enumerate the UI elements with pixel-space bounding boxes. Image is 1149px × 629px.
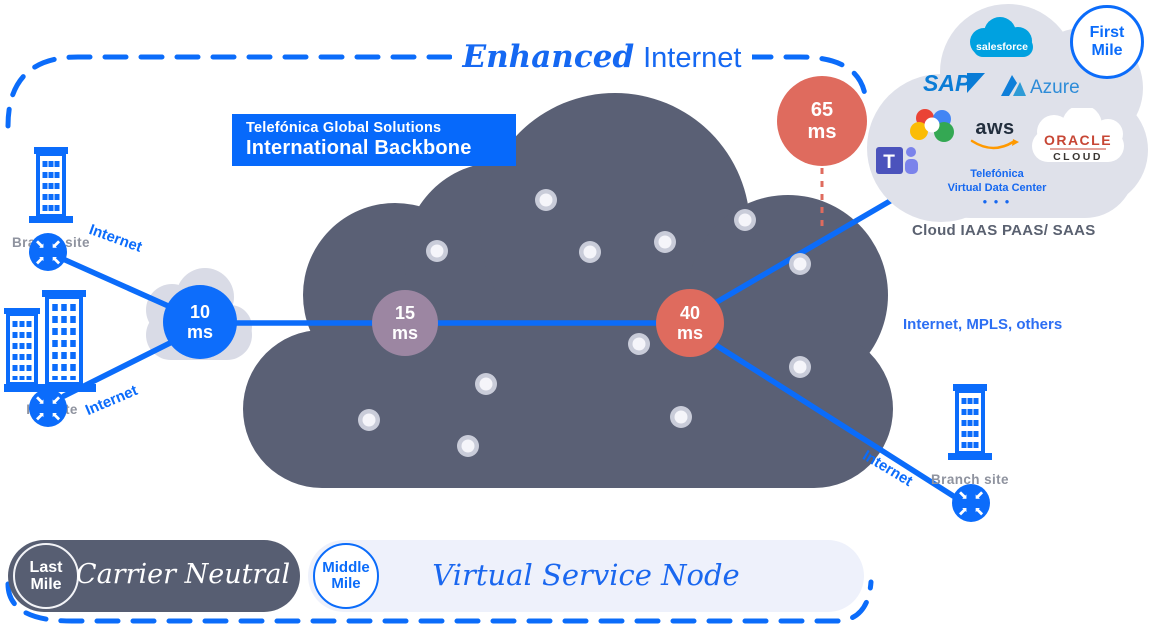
arrow-ne: ⬈ [957,504,969,518]
title-rest: Internet [643,42,742,74]
sap-wordmark: SAP [923,70,971,96]
sap-logo-icon: SAP [923,70,985,96]
tvdc-line1: Telefónica [970,168,1024,180]
badge-line2: Mile [30,576,62,593]
telefonica-vdc-label: Telefónica Virtual Data Center ● ● ● [932,168,1062,207]
latency-badge-65ms: 65 ms [777,76,867,166]
arrow-ne: ⬈ [34,409,46,423]
badge-line1: Middle [322,558,370,576]
latency-unit: ms [676,323,703,343]
virtual-service-node-label: Virtual Service Node [432,558,740,592]
azure-logo-icon: Azure [1001,75,1080,98]
converge-arrows-icon: ⬊ ⬋ ⬈ ⬉ [29,389,67,427]
salesforce-wordmark: salesforce [976,41,1028,53]
hq-buildings-icon [4,290,96,392]
middle-mile-badge: Middle Mile [313,543,379,609]
badge-line2: Mile [331,575,361,592]
line-40ms-to-branch-bottom [697,332,961,502]
building-icon [948,384,992,460]
tvdc-line2: Virtual Data Center [947,181,1047,194]
backbone-node-dots [358,189,811,457]
latency-badge-15ms: 15 ms [372,290,438,356]
transport-label: Internet, MPLS, others [903,316,1063,333]
salesforce-logo-icon: salesforce [970,17,1033,57]
teams-initial: T [883,152,895,173]
aws-logo-icon: aws [969,118,1021,156]
arrow-nw: ⬉ [973,504,985,518]
badge-line1: First [1089,24,1125,42]
line-branch-top-to-10ms [60,256,178,312]
latency-value: 10 [189,301,211,322]
latency-unit: ms [186,322,213,342]
arrow-nw: ⬉ [50,253,62,267]
building-icon [29,147,73,223]
arrow-nw: ⬉ [50,409,62,423]
oracle-wordmark: ORACLE [1044,132,1112,148]
first-mile-badge: First Mile [1070,5,1144,79]
arrow-se: ⬊ [957,488,969,502]
tvdc-dots-icon: ● ● ● [982,196,1012,206]
arrow-ne: ⬈ [34,253,46,267]
arrow-se: ⬊ [34,393,46,407]
latency-unit: ms [391,323,418,343]
oracle-cloud-label: CLOUD [1053,151,1103,163]
carrier-neutral-label: Carrier Neutral [75,559,291,590]
converge-arrows-icon: ⬊ ⬋ ⬈ ⬉ [952,484,990,522]
azure-wordmark: Azure [1030,77,1080,98]
converge-arrows-icon: ⬊ ⬋ ⬈ ⬉ [29,233,67,271]
arrow-se: ⬊ [34,237,46,251]
title-emphasis: Enhanced [462,39,635,75]
teams-logo-icon: T [876,147,918,174]
backbone-banner: Telefónica Global Solutions Internationa… [232,114,516,166]
banner-line1: Telefónica Global Solutions [246,120,442,136]
aws-smile-icon [970,139,1019,150]
last-mile-badge: Last Mile [13,543,79,609]
banner-line2: International Backbone [246,137,472,159]
latency-value: 65 [810,98,834,121]
site-label: Branch site [931,472,1009,487]
badge-line1: Last [29,558,63,576]
aws-wordmark: aws [975,117,1015,139]
badge-line2: Mile [1091,42,1123,59]
latency-unit: ms [807,121,837,143]
latency-value: 15 [394,302,416,323]
site-branch-bottom: Branch site [915,382,1025,487]
arrow-sw: ⬋ [973,488,985,502]
oracle-cloud-logo-icon: ORACLE CLOUD [1032,108,1124,163]
cloud-services-caption: Cloud IAAS PAAS/ SAAS [912,222,1096,239]
arrow-sw: ⬋ [50,393,62,407]
carrier-neutral-pill: Last Mile Carrier Neutral [8,540,300,612]
google-cloud-logo-icon [910,109,954,142]
latency-badge-10ms: 10 ms [163,285,237,359]
latency-value: 40 [679,302,701,323]
enhanced-internet-dashed-border [5,54,874,624]
arrow-sw: ⬋ [50,237,62,251]
virtual-service-node-pill: Middle Mile Virtual Service Node [308,540,864,612]
latency-badge-40ms: 40 ms [656,289,724,357]
